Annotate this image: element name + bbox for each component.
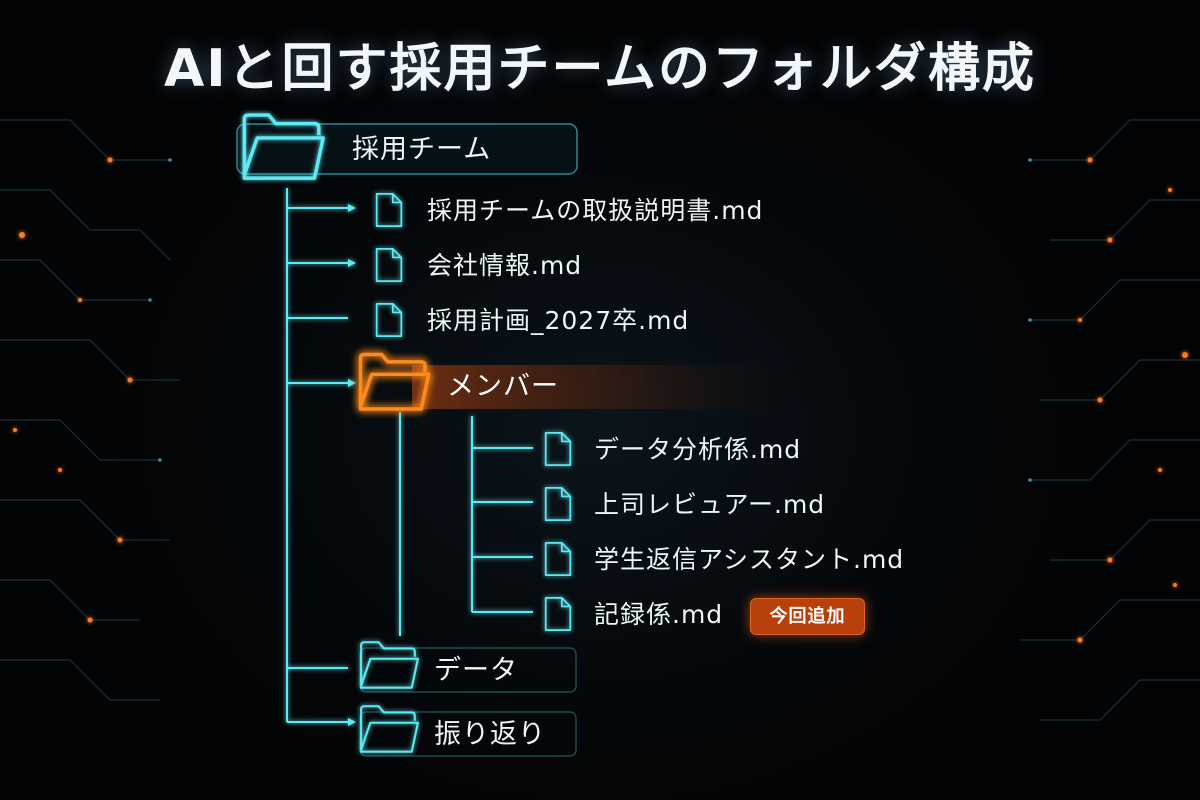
file-icon xyxy=(544,596,572,632)
file-icon xyxy=(544,486,572,522)
member-file-label[interactable]: 上司レビュアー.md xyxy=(594,490,826,519)
member-file-label[interactable]: 記録係.md xyxy=(594,600,724,629)
review-folder-label[interactable]: 振り返り xyxy=(434,719,546,750)
review-folder-icon xyxy=(360,705,419,753)
file-label[interactable]: 採用計画_2027卒.md xyxy=(427,306,690,335)
file-label[interactable]: 会社情報.md xyxy=(427,251,583,280)
new-badge: 今回追加 xyxy=(750,598,865,635)
root-folder-label[interactable]: 採用チーム xyxy=(352,134,492,165)
tree-connectors xyxy=(286,188,533,723)
file-icon xyxy=(544,431,572,467)
file-icon xyxy=(375,302,403,338)
members-folder-highlight xyxy=(412,365,792,409)
data-folder-row xyxy=(359,647,577,693)
file-icon xyxy=(544,541,572,577)
review-folder-row xyxy=(359,711,577,757)
arrowheads xyxy=(348,204,356,726)
member-file-label[interactable]: 学生返信アシスタント.md xyxy=(594,545,905,574)
file-label[interactable]: 採用チームの取扱説明書.md xyxy=(427,196,764,225)
page-title: AIと回す採用チームのフォルダ構成 xyxy=(163,39,1037,99)
file-icon xyxy=(375,247,403,283)
data-folder-icon xyxy=(360,641,419,689)
file-icon xyxy=(375,192,403,228)
data-folder-label[interactable]: データ xyxy=(434,655,518,686)
member-file-label[interactable]: データ分析係.md xyxy=(594,435,802,464)
members-folder-label[interactable]: メンバー xyxy=(447,371,559,402)
